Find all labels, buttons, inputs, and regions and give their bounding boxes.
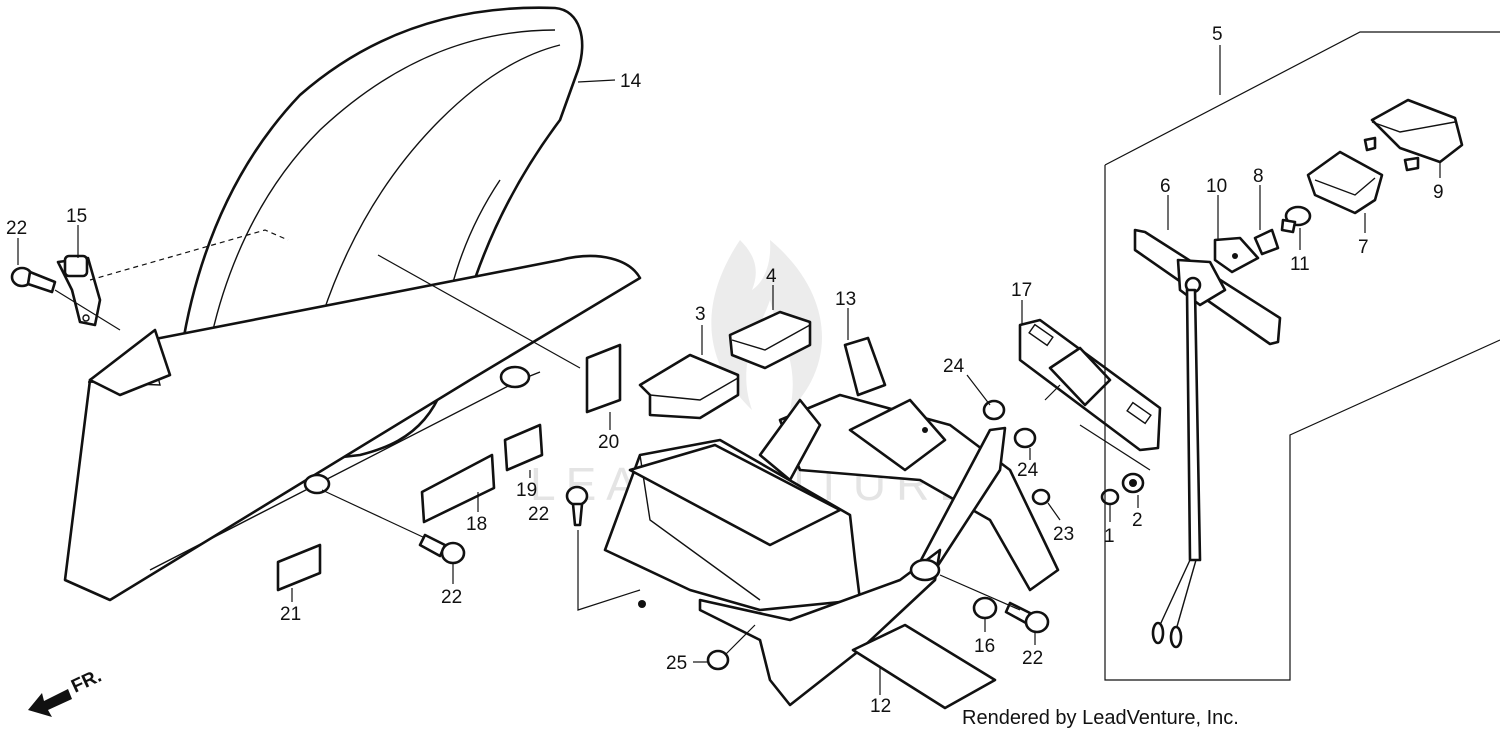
inner-fender-13 [603,336,1060,707]
callout-8: 8 [1253,166,1264,187]
callout-1: 1 [1104,526,1115,547]
callout-5: 5 [1212,24,1223,45]
nut-24-lower [1013,427,1037,449]
callout-18: 18 [466,514,487,535]
callout-16: 16 [974,636,995,657]
callout-21: 21 [280,604,301,625]
callout-17: 17 [1011,280,1032,301]
lens-7 [1306,150,1384,215]
license-bracket-17 [1018,318,1162,452]
callout-22-mid: 22 [528,504,549,525]
callout-2: 2 [1132,510,1143,531]
washer-1 [1100,488,1120,506]
relay-3 [638,353,740,420]
nut-2 [1121,472,1145,494]
callout-20: 20 [598,432,619,453]
credit-text: Rendered by LeadVenture, Inc. [962,707,1239,729]
front-direction-arrow: FR. [28,666,105,717]
bolt-22-lower [418,533,466,565]
nut-25 [706,649,730,671]
chain-guard [63,254,642,602]
callout-24-upper: 24 [943,356,965,377]
bolt-23 [1031,488,1051,506]
callout-leaders [17,45,1441,695]
bulb-11 [1280,205,1312,234]
bolt-22-mid [565,485,589,527]
label-12 [851,623,997,710]
callout-25: 25 [666,653,687,674]
relay-4 [728,310,812,370]
callout-15: 15 [66,206,87,227]
nut-24-upper [982,399,1006,421]
callout-22-right: 22 [1022,648,1043,669]
bolt-22-upper-left [10,266,57,294]
direction-label: FR. [68,666,105,698]
callout-23: 23 [1053,524,1074,545]
bolt-22-right [1004,601,1050,634]
collar-16 [972,596,998,620]
label-20 [585,343,622,414]
socket-10 [1213,236,1260,274]
taillight-assembly-box [1104,31,1500,681]
label-18 [420,453,496,524]
callout-22-upper-left: 22 [6,218,27,239]
callout-19: 19 [516,480,537,501]
lamp-8 [1253,228,1280,256]
callout-10: 10 [1206,176,1227,197]
callout-3: 3 [695,304,706,325]
callout-24-lower: 24 [1017,460,1039,481]
callout-9: 9 [1433,182,1444,203]
callouts: 5 14 15 22 3 4 13 17 6 10 8 9 7 11 20 19… [6,24,1444,717]
callout-7: 7 [1358,237,1369,258]
bracket-15 [56,254,102,327]
callout-6: 6 [1160,176,1171,197]
housing-9 [1363,98,1464,172]
callout-11: 11 [1290,254,1310,275]
callout-13: 13 [835,289,856,310]
callout-14: 14 [620,71,642,92]
callout-22-lower: 22 [441,587,462,608]
callout-4: 4 [766,266,777,287]
label-19 [503,423,544,472]
callout-12: 12 [870,696,891,717]
taillight-wire [1151,288,1202,649]
label-21 [276,543,322,592]
